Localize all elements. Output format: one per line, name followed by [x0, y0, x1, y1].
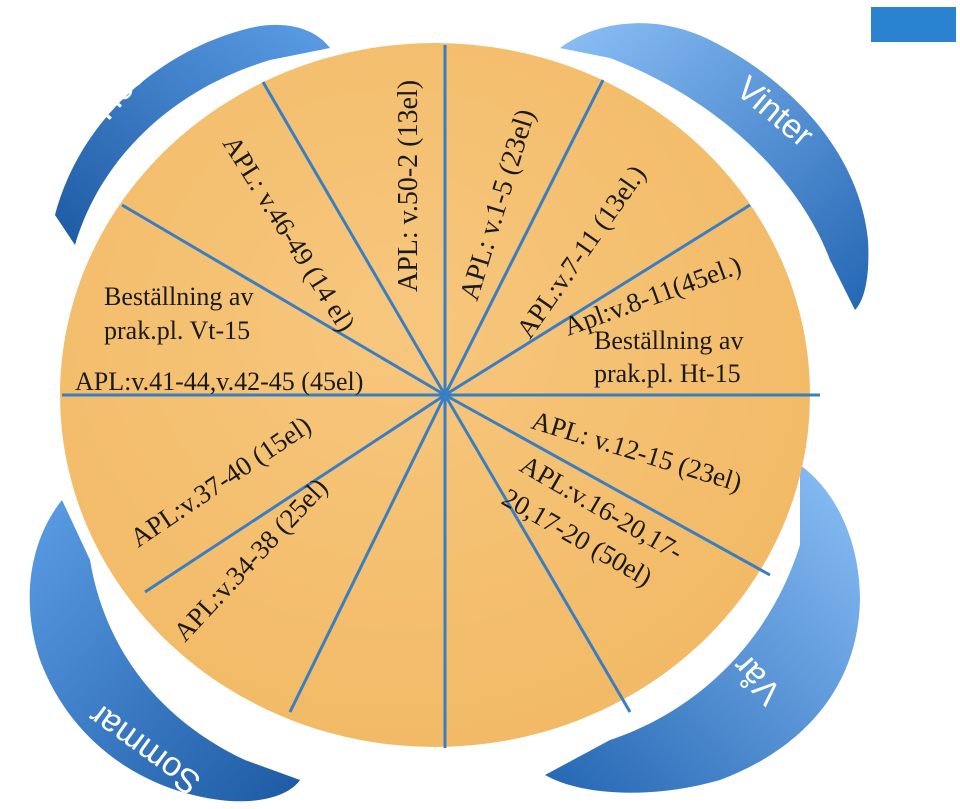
- corner-box: [871, 7, 956, 42]
- divider-wsw: [144, 393, 446, 594]
- divider-ene: [444, 203, 751, 397]
- divider-nne: [443, 79, 605, 396]
- season-arc-host: [55, 24, 330, 245]
- label-order-vt-line1: Beställning av: [104, 282, 253, 311]
- divider-sse: [443, 394, 632, 713]
- season-arc-vinter: [560, 23, 869, 310]
- label-order-ht-line1: Beställning av: [594, 326, 743, 355]
- label-apl-v41-44: APL:v.41-44,v.42-45 (45el): [75, 367, 363, 396]
- divider-ese: [444, 393, 771, 577]
- divider-nnw: [261, 81, 447, 396]
- label-order-ht-line2: prak.pl. Ht-15: [594, 359, 741, 388]
- divider-ssw: [288, 394, 447, 713]
- season-arc-var: [545, 465, 860, 793]
- divider-wnw: [121, 203, 446, 397]
- season-arc-sommar: [29, 500, 301, 802]
- wheel-dividers: [62, 45, 820, 748]
- label-apl-v50-2: APL: v.50-2 (13el): [393, 80, 424, 292]
- label-order-vt-line2: prak.pl. Vt-15: [104, 316, 250, 345]
